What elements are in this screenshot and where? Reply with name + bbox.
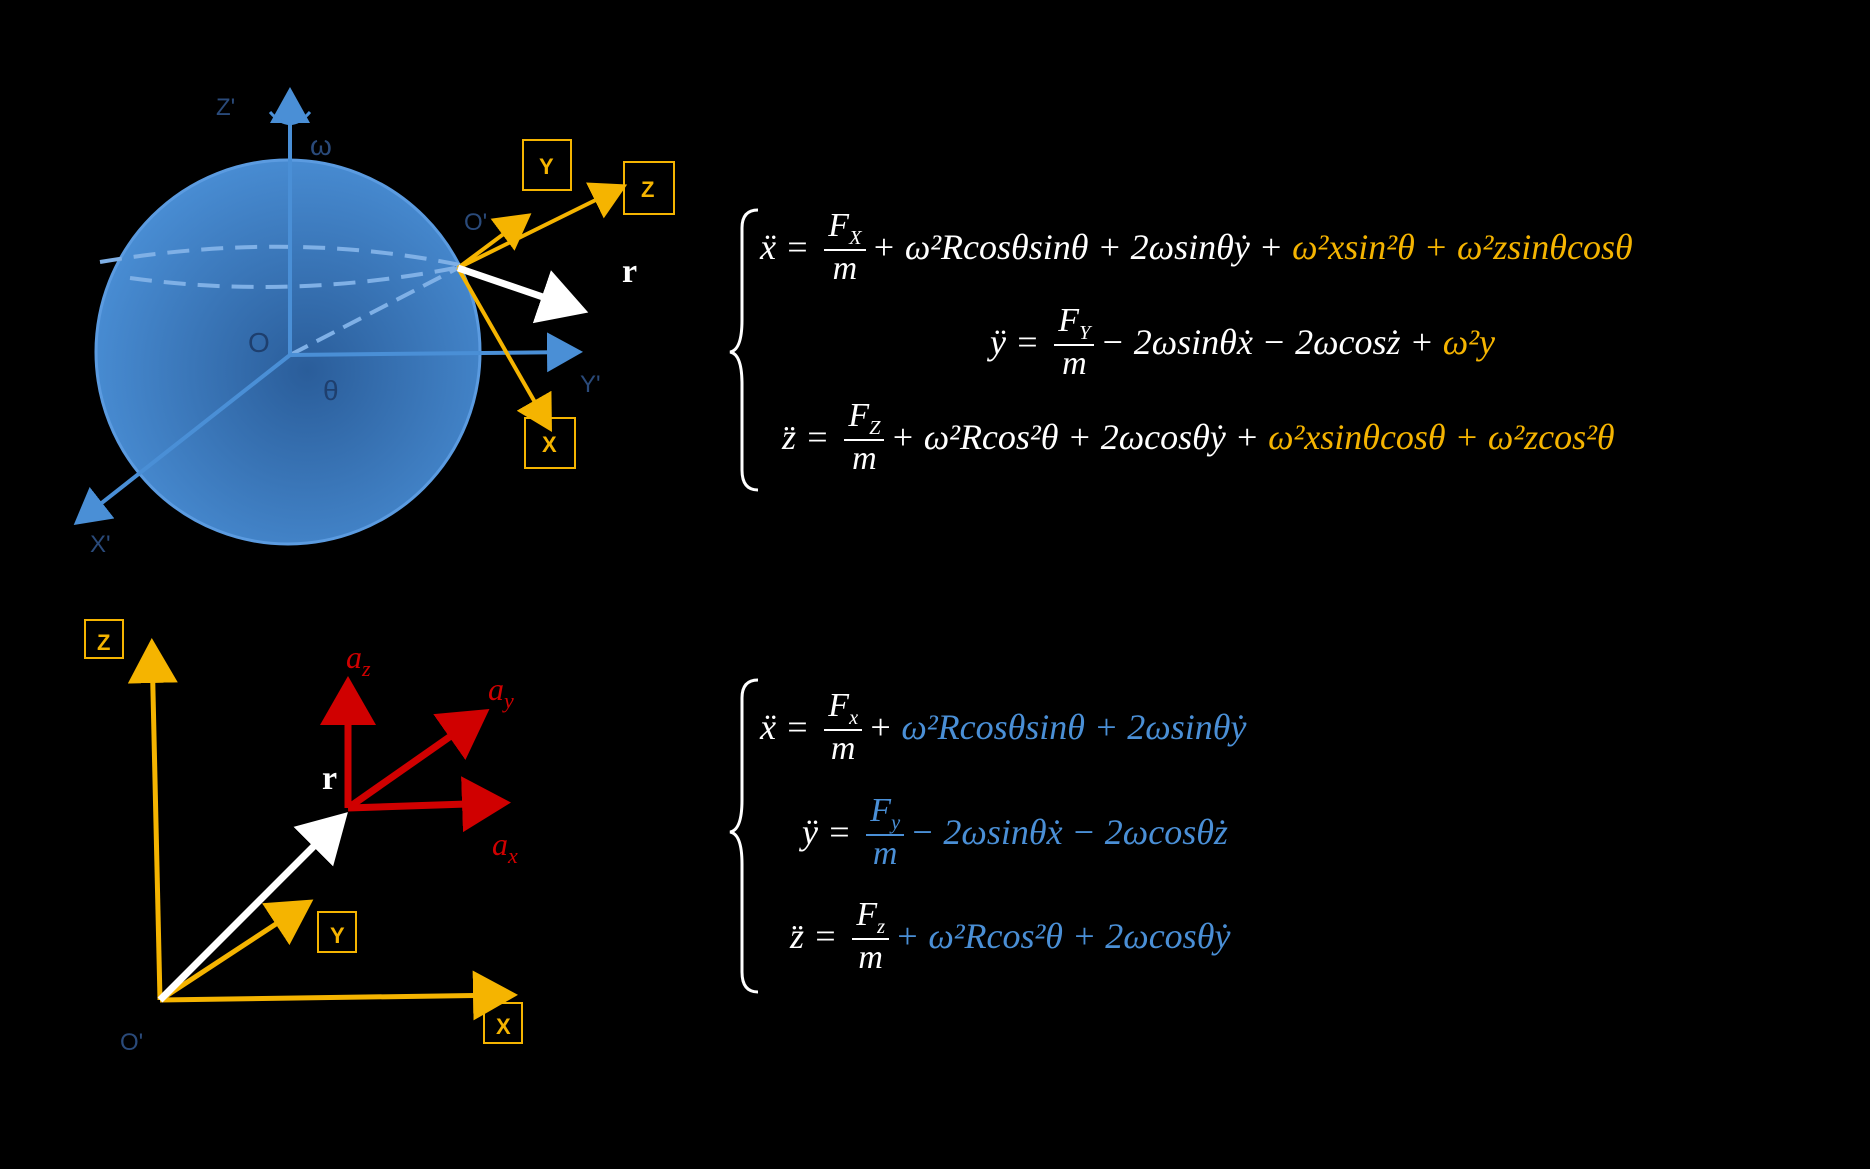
box-y-bottom-label: Y <box>330 923 345 948</box>
eq-bottom-y-frac: Fy m <box>866 793 905 872</box>
eq-top-z: z̈ = FZ m + ω²Rcos²θ + 2ωcosθẏ + ω²xsinθ… <box>782 398 1615 477</box>
eq-top-y-yellow: ω²y <box>1442 322 1495 363</box>
box-y-top <box>522 139 572 191</box>
x-prime-label: X' <box>90 531 111 558</box>
box-x-top <box>524 417 576 469</box>
eq-bottom-z-frac: Fz m <box>852 897 890 976</box>
box-x-bottom <box>483 1002 523 1044</box>
eq-bottom-y: ÿ = Fy m − 2ωsinθẋ − 2ωcosθż <box>802 793 1228 872</box>
eq-top-y: ÿ = FY m − 2ωsinθẋ − 2ωcosż + ω²y <box>990 303 1495 382</box>
top-diagram: Z' ω O θ Y' X' O' r Y Z X <box>73 87 675 558</box>
eq-bottom-z-lhs: z̈ = <box>790 916 847 957</box>
o-prime-label: O' <box>464 209 487 236</box>
r-label-top: r <box>622 253 637 290</box>
omega-label: ω <box>310 130 332 161</box>
a-y-arrow <box>345 708 490 811</box>
a-x-arrow <box>347 776 511 833</box>
eq-bottom-y-blue: − 2ωsinθẋ − 2ωcosθż <box>910 812 1228 853</box>
y-prime-axis <box>289 332 583 373</box>
y-prime-label: Y' <box>580 371 601 398</box>
a-x-label: ax <box>492 826 518 868</box>
eq-top-x-frac: FX m <box>824 208 866 287</box>
box-z-bottom <box>84 619 124 659</box>
radius-dashed <box>289 266 459 357</box>
box-x-bottom-label: X <box>496 1014 511 1039</box>
a-y-label: ay <box>488 671 514 713</box>
eq-top-x-lhs: ẍ = <box>760 227 819 268</box>
brace-bottom <box>729 678 759 994</box>
eq-top-z-frac: FZ m <box>844 398 885 477</box>
eq-top-y-lhs: ÿ = <box>990 322 1049 363</box>
x-prime-axis <box>73 353 292 525</box>
eq-top-z-yellow: ω²xsinθcosθ + ω²zcos²θ <box>1268 417 1615 458</box>
box-y-top-label: Y <box>539 154 554 179</box>
rotation-omega-icon <box>268 110 312 125</box>
box-z-top <box>623 161 675 215</box>
eq-bottom-x-frac: Fx m <box>824 688 863 767</box>
origin-o-label: O <box>248 327 270 358</box>
y-axis-bottom <box>158 899 314 1003</box>
eq-bottom-x-white: + <box>868 707 902 748</box>
o-prime-label-bottom: O' <box>120 1029 143 1056</box>
eq-top-z-white: + ω²Rcos²θ + 2ωcosθẏ + <box>890 417 1269 458</box>
x-axis-bottom <box>159 970 518 1021</box>
z-prime-label: Z' <box>216 94 235 121</box>
eq-top-x-white: + ω²Rcosθsinθ + 2ωsinθẏ + <box>871 227 1293 268</box>
bottom-diagram: r O' az ay ax Z Y X <box>84 619 523 1056</box>
box-z-bottom-label: Z <box>97 630 110 655</box>
eq-top-x-yellow: ω²xsin²θ + ω²zsinθcosθ <box>1292 227 1633 268</box>
a-z-label: az <box>346 639 371 681</box>
latitude-dashed <box>129 266 456 289</box>
z-axis-bottom <box>127 638 178 1001</box>
brace-top <box>729 208 759 492</box>
eq-top-y-white: − 2ωsinθẋ − 2ωcosż + <box>1100 322 1443 363</box>
box-z-top-label: Z <box>641 177 654 202</box>
eq-top-z-lhs: z̈ = <box>782 417 839 458</box>
eq-top-y-frac: FY m <box>1054 303 1095 382</box>
r-vector <box>456 264 589 324</box>
local-z-axis <box>457 182 628 270</box>
r-vector-bottom <box>157 812 348 1003</box>
eq-bottom-x-blue: ω²Rcosθsinθ + 2ωsinθẏ <box>901 707 1247 748</box>
local-x-axis <box>456 267 552 432</box>
eq-bottom-x-lhs: ẍ = <box>760 707 819 748</box>
eq-bottom-z-blue: + ω²Rcos²θ + 2ωcosθẏ <box>895 916 1231 957</box>
eq-bottom-x: ẍ = Fx m + ω²Rcosθsinθ + 2ωsinθẏ <box>760 688 1246 767</box>
r-label-bottom: r <box>322 760 337 797</box>
box-y-bottom <box>317 911 357 953</box>
local-y-axis <box>456 213 532 270</box>
theta-label: θ <box>323 375 339 406</box>
equator-dashed <box>99 244 461 267</box>
eq-top-x: ẍ = FX m + ω²Rcosθsinθ + 2ωsinθẏ + ω²xsi… <box>760 208 1633 287</box>
box-x-top-label: X <box>542 432 557 457</box>
eq-bottom-y-lhs: ÿ = <box>802 812 861 853</box>
eq-bottom-z: z̈ = Fz m + ω²Rcos²θ + 2ωcosθẏ <box>790 897 1230 976</box>
